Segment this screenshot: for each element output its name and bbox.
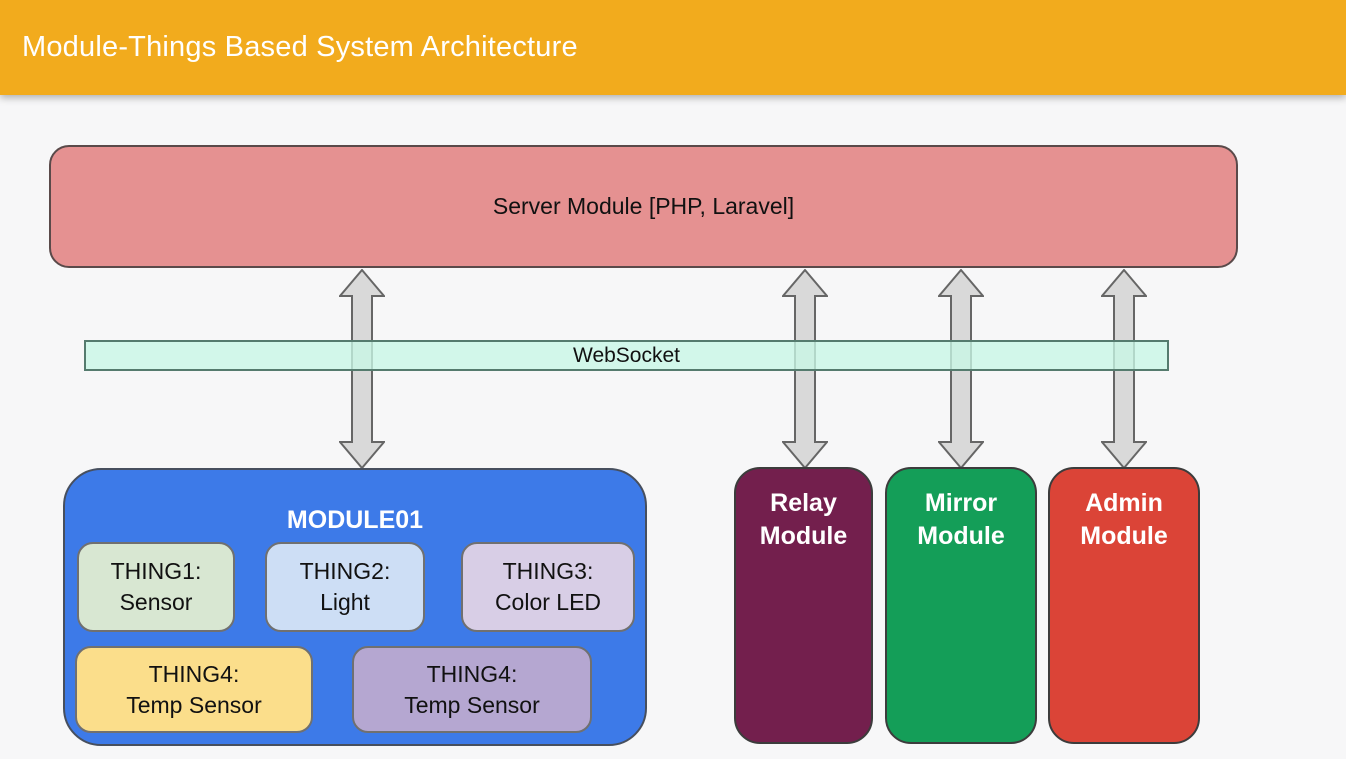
websocket-bus[interactable]: WebSocket [84,340,1169,371]
thing-label-line1: THING4: [426,660,518,687]
thing-label-line2: Sensor [119,589,193,615]
server-module-box[interactable]: Server Module [PHP, Laravel] [49,145,1238,268]
server-module-label: Server Module [PHP, Laravel] [492,193,795,219]
thing-label-line2: Color LED [494,589,602,615]
thing-label-line2: Temp Sensor [126,691,262,718]
thing-label-line2: Light [320,589,370,615]
page-title: Module-Things Based System Architecture [22,31,578,63]
thing1-sensor-box[interactable]: THING1: Sensor [77,542,235,632]
thing3-color-led-box[interactable]: THING3: Color LED [461,542,635,632]
admin-module-label-line1: Admin [1085,489,1163,517]
mirror-module-label-line1: Mirror [924,489,998,517]
module01-title: MODULE01 [286,506,424,534]
thing-label-line2: Temp Sensor [404,691,540,718]
thing-label-line1: THING4: [148,660,240,687]
thing-label-line1: THING2: [299,558,391,584]
mirror-module-box[interactable]: Mirror Module [885,467,1037,744]
title-bar: Module-Things Based System Architecture [0,0,1346,95]
thing2-light-box[interactable]: THING2: Light [265,542,425,632]
thing-label-line1: THING3: [502,558,594,584]
relay-module-box[interactable]: Relay Module [734,467,873,744]
thing4-temp-sensor-box[interactable]: THING4: Temp Sensor [75,646,313,733]
admin-module-box[interactable]: Admin Module [1048,467,1200,744]
module01-box[interactable]: MODULE01 THING1: Sensor THING2: Light TH… [63,468,647,746]
websocket-label: WebSocket [573,343,680,367]
relay-module-label-line1: Relay [770,489,837,517]
thing-label-line1: THING1: [110,558,202,584]
relay-module-label-line2: Module [759,522,848,550]
admin-module-label-line2: Module [1080,522,1168,550]
thing4-temp-sensor-box-2[interactable]: THING4: Temp Sensor [352,646,592,733]
mirror-module-label-line2: Module [917,522,1005,550]
